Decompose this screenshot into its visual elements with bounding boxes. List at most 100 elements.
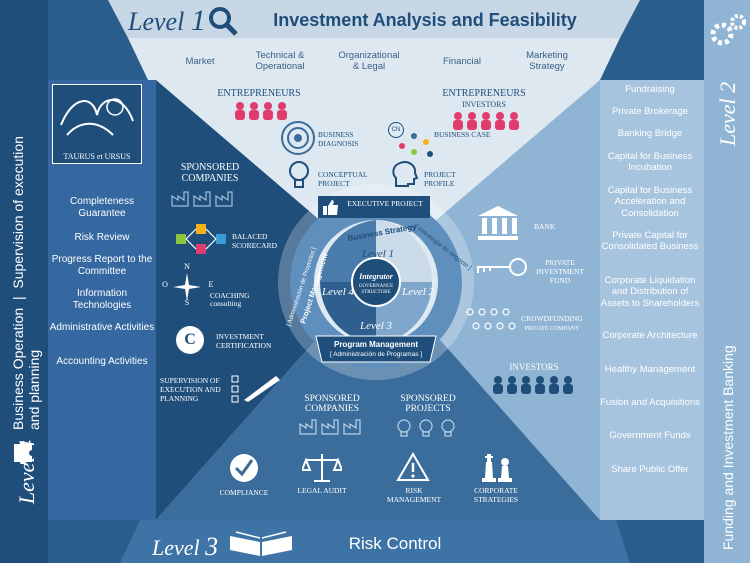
right-item-0: Fundraising bbox=[625, 84, 675, 95]
left-item-4: Administrative Activities bbox=[49, 322, 155, 333]
project-profile-label: Project Profile bbox=[424, 170, 456, 188]
investors-label: Investors bbox=[509, 362, 559, 372]
conceptual-project-label: Conceptual Project bbox=[318, 170, 368, 188]
top-item-organizational: Organizational & Legal bbox=[338, 50, 400, 73]
business-case-label: Business Case bbox=[434, 130, 491, 139]
investment-certification-label: Investment Certification bbox=[216, 332, 272, 350]
bank-building-icon bbox=[478, 206, 518, 240]
compass-star-icon bbox=[173, 273, 201, 301]
level2-side-title: Funding and Investment Banking bbox=[708, 160, 748, 550]
right-item-6: Corporate Liquidation and Distribution o… bbox=[600, 275, 700, 309]
checklist-pen-icon bbox=[231, 375, 280, 403]
legal-audit-label: Legal Audit bbox=[297, 486, 347, 495]
level1-badge: Level 1 bbox=[128, 4, 206, 38]
entrepreneurs-investors-label: EntrepreneursInvestors bbox=[424, 88, 544, 110]
checkmark-icon bbox=[230, 454, 258, 482]
thumbs-up-icon bbox=[323, 200, 338, 215]
logo-text: TAURUS et URSUS bbox=[63, 152, 131, 161]
top-item-marketing: Marketing Strategy bbox=[526, 50, 568, 73]
right-item-5: Private Capital for Consolidated Busines… bbox=[601, 230, 699, 253]
left-item-3: Information Technologies bbox=[72, 288, 132, 311]
open-book-icon bbox=[230, 531, 292, 556]
chess-pieces-icon bbox=[482, 454, 512, 482]
coaching-text: Coaching bbox=[210, 291, 250, 300]
target-icon bbox=[281, 121, 315, 155]
scorecard-icon bbox=[176, 224, 226, 254]
top-item-financial: Financial bbox=[442, 56, 482, 67]
compliance-label: Compliance bbox=[219, 488, 269, 497]
integrator-label: Integrator bbox=[359, 272, 393, 281]
level4-subtitle-2: and planning bbox=[26, 349, 42, 430]
private-investment-fund-label: Private Investment Fund bbox=[536, 258, 584, 285]
puzzle-icon bbox=[14, 441, 32, 464]
investors-people-icon bbox=[453, 112, 519, 130]
left-sponsored-companies-label: Sponsored Companies bbox=[180, 162, 240, 184]
left-item-5: Accounting Activities bbox=[56, 356, 148, 367]
level3-number: 3 bbox=[205, 532, 219, 561]
bottom-factories-icon bbox=[299, 419, 361, 435]
level3-label: Level bbox=[152, 535, 200, 560]
logo: TAURUS et URSUS bbox=[52, 84, 142, 164]
bank-label: Bank bbox=[534, 222, 556, 231]
right-item-11: Share Public Offer bbox=[611, 464, 689, 475]
factories-icon bbox=[171, 191, 233, 207]
right-item-9: Fusion and Acquisitions bbox=[600, 397, 700, 408]
level1-title: Investment Analysis and Feasibility bbox=[273, 10, 577, 30]
balanced-scorecard-label: Balaced Scorecard bbox=[232, 232, 278, 250]
network-dots-icon bbox=[399, 133, 433, 157]
center-level1: Level 1 bbox=[361, 248, 395, 260]
level2-number: 2 bbox=[715, 81, 740, 93]
crowdfunding-label: CrowdfundingPrivate Company bbox=[512, 314, 592, 333]
left-item-2: Progress Report to the Committee bbox=[51, 254, 153, 277]
coaching-label: Coachingconsulting bbox=[210, 291, 270, 309]
corporate-strategies-label: Corporate Strategies bbox=[473, 486, 519, 504]
crowd-icon bbox=[466, 308, 516, 330]
bottom-sponsored-companies-label: Sponsored Companies bbox=[304, 394, 360, 415]
right-item-8: Healthy Management bbox=[604, 364, 696, 375]
lightbulb-icon bbox=[289, 161, 309, 188]
level2-title: Funding and Investment Banking bbox=[720, 345, 736, 550]
right-item-2: Banking Bridge bbox=[617, 128, 683, 139]
right-item-7: Corporate Architecture bbox=[602, 330, 698, 341]
compass-o: O bbox=[162, 280, 168, 289]
executive-project-label: Executive Project bbox=[347, 199, 423, 208]
top-item-technical: Technical & Operational bbox=[255, 50, 305, 73]
compass-n: N bbox=[184, 262, 190, 271]
top-item-market: Market bbox=[185, 56, 215, 67]
right-item-10: Government Funds bbox=[609, 430, 691, 441]
level4-side-title: Business Operation | Supervision of exec… bbox=[9, 136, 42, 430]
level1-number: 1 bbox=[190, 4, 206, 37]
compass-e: E bbox=[208, 280, 214, 289]
supervision-label: Supervision of Execution and Planning bbox=[160, 376, 221, 403]
center-level3: Level 3 bbox=[359, 320, 393, 332]
right-item-4: Capital for Business Acceleration and Co… bbox=[607, 185, 693, 219]
right-item-3: Capital for Business Incubation bbox=[607, 151, 693, 174]
cn-badge: CN bbox=[388, 122, 404, 138]
investors-group-icon bbox=[493, 376, 573, 394]
consulting-text: consulting bbox=[210, 299, 242, 309]
level1-label: Level bbox=[128, 7, 185, 36]
entrepreneurs-investors-label-2: Investors bbox=[462, 100, 506, 109]
crowdfunding-text: Crowdfunding bbox=[521, 314, 583, 323]
entrepreneurs-label: Entrepreneurs bbox=[217, 88, 301, 99]
governance-label: Governance Structure bbox=[358, 284, 394, 295]
entrepreneurs-investors-label-1: Entrepreneurs bbox=[442, 88, 526, 99]
compass-s: S bbox=[184, 298, 190, 307]
left-item-0: Completeness Guarantee bbox=[70, 196, 134, 219]
level4-subtitle-1: Supervision of execution bbox=[9, 136, 26, 289]
gears-icon bbox=[710, 14, 746, 46]
scales-icon bbox=[302, 454, 342, 482]
left-item-1: Risk Review bbox=[74, 232, 130, 243]
risk-management-label: Risk Management bbox=[386, 486, 442, 504]
magnifier-icon bbox=[209, 7, 238, 36]
right-item-1: Private Brokerage bbox=[611, 106, 689, 117]
level3-title: Risk Control bbox=[348, 534, 442, 553]
center-level2: Level 2 bbox=[401, 286, 435, 298]
bull-bear-logo-icon bbox=[60, 98, 134, 136]
entrepreneurs-people-icon bbox=[235, 102, 287, 120]
level2-label: Level bbox=[715, 98, 740, 146]
warning-icon bbox=[396, 452, 430, 481]
level3-badge: Level 3 bbox=[152, 532, 218, 562]
center-level4: Level 4 bbox=[321, 286, 355, 298]
